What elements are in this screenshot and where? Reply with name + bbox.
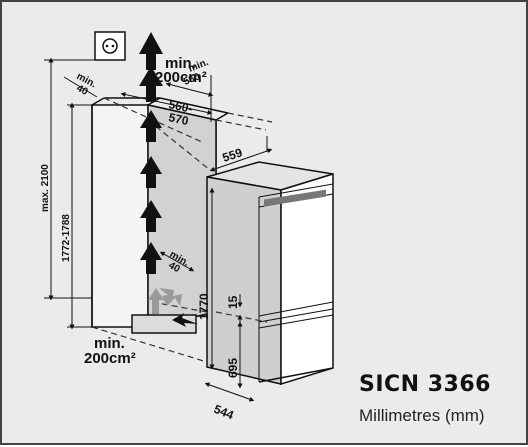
vent-top-area: 200cm² <box>155 69 207 86</box>
min-40-top-value: 40 <box>75 83 90 98</box>
air-out-arrow-top <box>139 32 163 70</box>
model-name: SICN 3366 <box>359 372 491 397</box>
vent-bottom-label: min. <box>94 335 125 352</box>
niche-height-label: 1772-1788 <box>61 214 72 262</box>
dimension-labels: min. 200cm² min. 40 min. 560 560- 570 55… <box>40 55 244 422</box>
depth-559-label: 559 <box>221 145 245 165</box>
height-695-label: 695 <box>226 358 240 378</box>
units-label: Millimetres (mm) <box>359 406 485 425</box>
air-in-arrow-bottom <box>172 313 198 327</box>
dimension-lines <box>44 57 273 402</box>
max-height-label: max. 2100 <box>40 164 51 212</box>
vent-top-label: min. <box>165 55 196 72</box>
airflow-arrows <box>139 32 198 327</box>
width-544-label: 544 <box>212 402 236 423</box>
min-40-mid-value: 40 <box>167 260 183 275</box>
socket-icon <box>94 31 126 61</box>
height-1770-label: 1770 <box>197 293 211 320</box>
gap-15-label: 15 <box>226 295 240 309</box>
air-in-arrow-grey <box>159 288 182 306</box>
niche-width-label: 560- <box>167 97 193 116</box>
vent-bottom-area: 200cm² <box>84 350 136 367</box>
fridge-appliance <box>206 161 334 386</box>
niche-width-label-2: 570 <box>167 110 190 128</box>
